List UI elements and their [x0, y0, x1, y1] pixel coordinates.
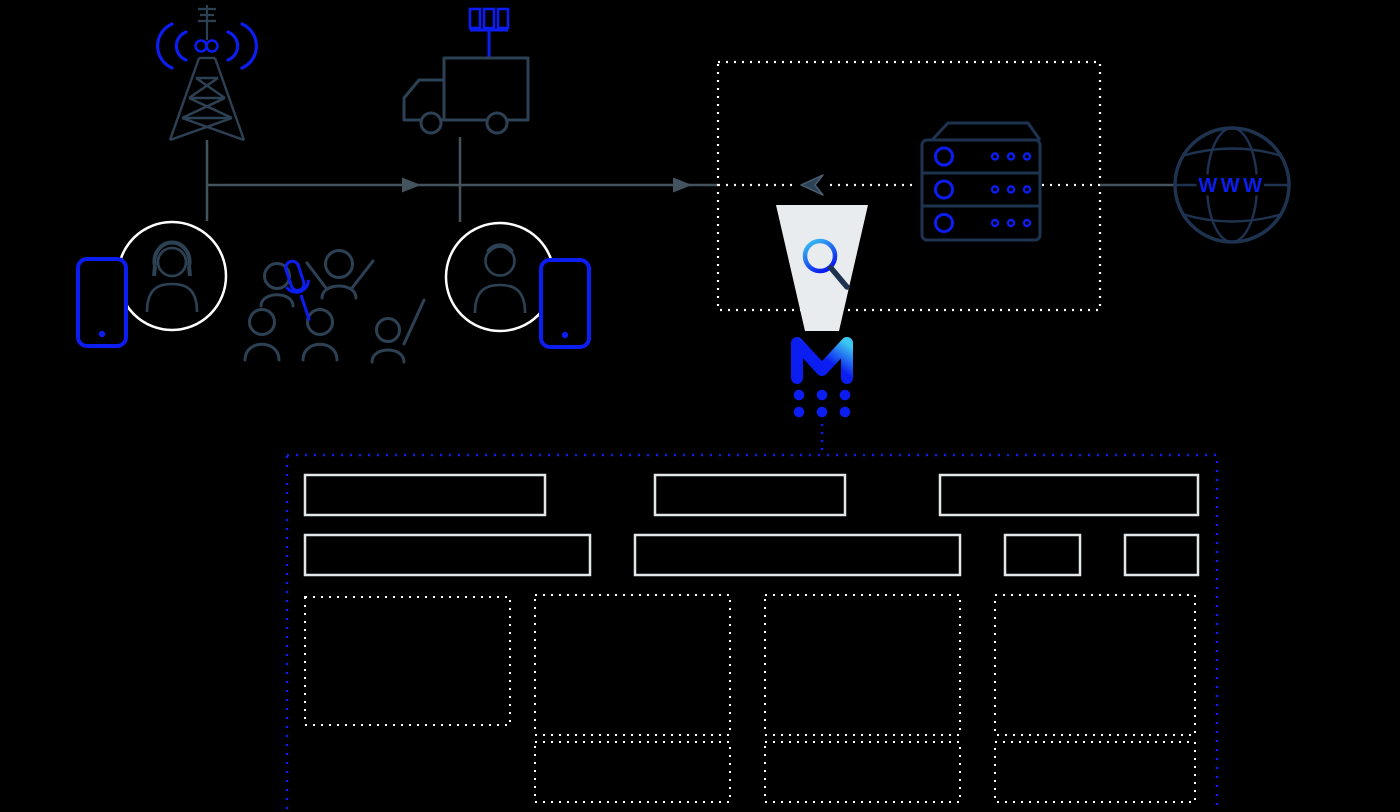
dashboard-border [285, 453, 1219, 812]
female-person-glyph [145, 240, 199, 313]
wireframe-block [633, 533, 962, 577]
satellite-antenna-icon [468, 7, 510, 58]
tower-mast [198, 5, 216, 40]
cell-tower-icon [155, 5, 259, 142]
wireframe-panel [994, 741, 1196, 803]
server-drive-lights [934, 146, 954, 233]
wireframe-panel [764, 594, 961, 736]
wireframe-block [1123, 533, 1200, 577]
uplink-connection-lines [205, 137, 718, 222]
wireframe-block [303, 533, 592, 577]
broadcast-waves-icon [155, 22, 259, 70]
microphone-icon [284, 259, 311, 322]
data-packet-icon [797, 172, 827, 198]
dashboard-wireframe [285, 453, 1219, 812]
wireframe-block [303, 473, 547, 517]
brand-logo-dots [793, 389, 851, 418]
filter-funnel-icon [776, 205, 868, 331]
crowd-icon [243, 249, 426, 364]
wireframe-dotted-panels [304, 594, 1196, 803]
satellite-truck-icon [402, 7, 530, 135]
www-label: WWW [1198, 175, 1265, 197]
truck-body [402, 56, 530, 135]
smartphone-icon [539, 258, 591, 349]
brand-logo [791, 337, 853, 418]
wireframe-panel [304, 596, 511, 726]
brand-logo-m [791, 337, 853, 384]
wireframe-block [1003, 533, 1082, 577]
arrow-right-icon [402, 177, 421, 193]
wireframe-block [938, 473, 1200, 517]
wireframe-panel [764, 741, 961, 803]
reporter-avatar-female [116, 220, 228, 332]
antenna-feed-icon [194, 39, 219, 53]
wireframe-panel [994, 594, 1196, 736]
wireframe-panel [534, 741, 731, 803]
wireframe-panel [534, 594, 731, 736]
globe-icon: WWW [1173, 126, 1291, 244]
male-person-glyph [473, 243, 527, 314]
server-rack-icon [920, 121, 1042, 242]
tower-lattice [168, 56, 246, 142]
server-status-dots [990, 152, 1032, 228]
wireframe-solid-blocks [303, 473, 1200, 577]
smartphone-icon [76, 257, 128, 348]
magnifier-icon [802, 238, 850, 290]
reporter-avatar-male [444, 221, 556, 333]
wireframe-block [653, 473, 847, 517]
arrow-right-icon [673, 177, 692, 193]
